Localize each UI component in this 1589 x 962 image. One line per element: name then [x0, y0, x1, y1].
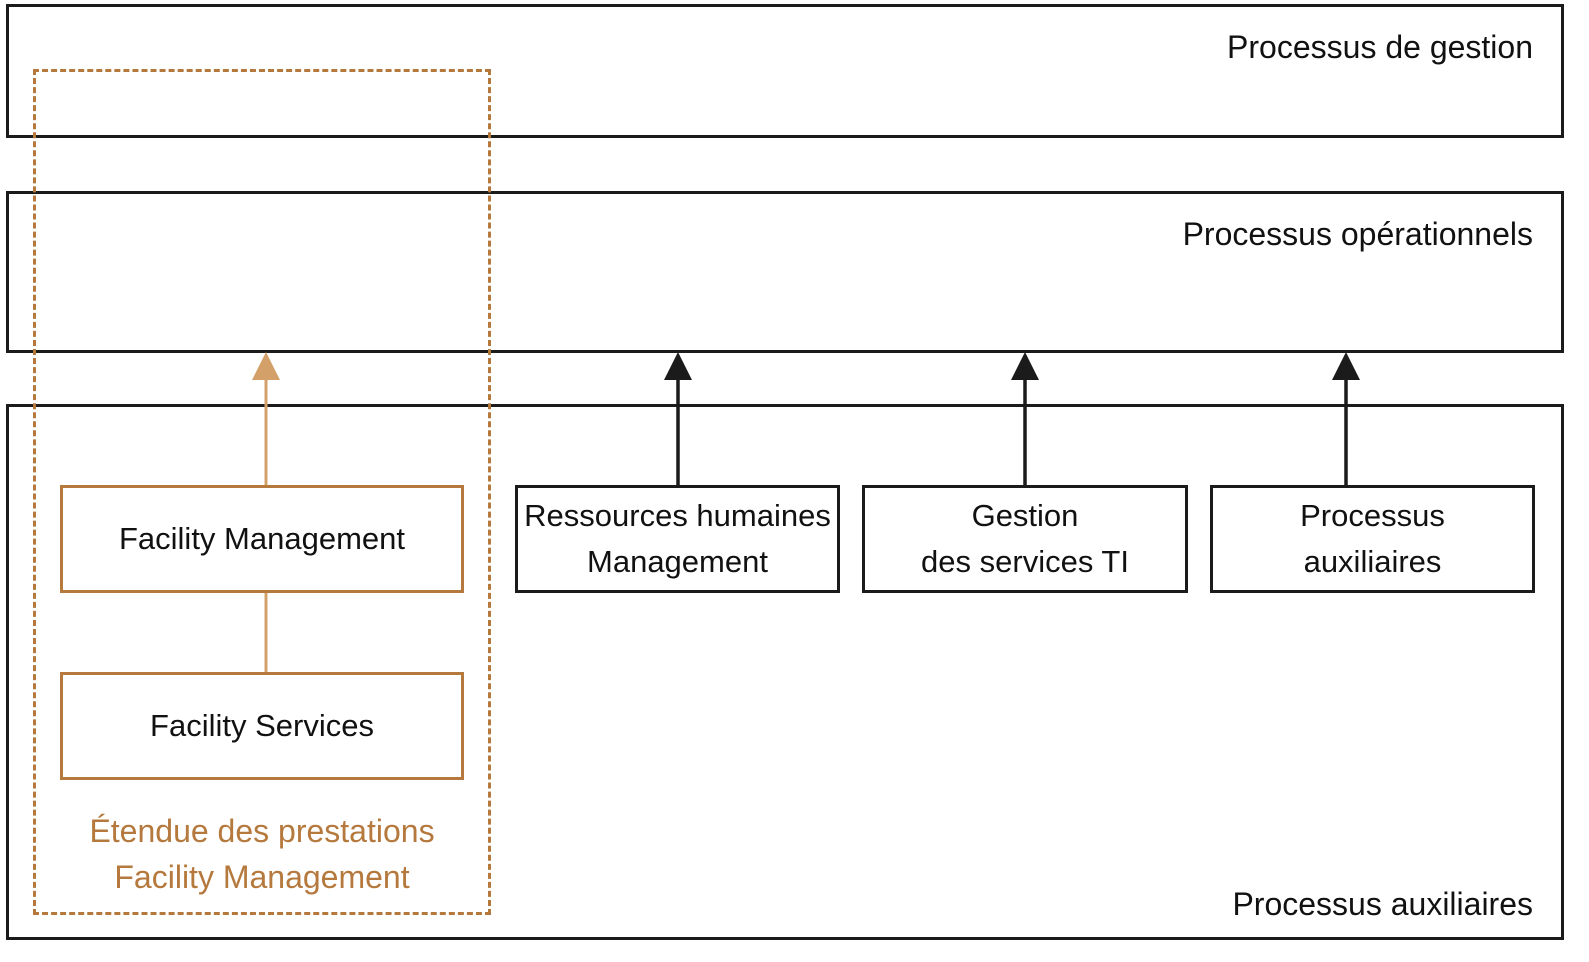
scope-caption-line2: Facility Management: [114, 859, 410, 895]
it-label-line1: Gestion: [971, 498, 1079, 533]
auxiliary-box: Processus auxiliaires: [1210, 485, 1535, 593]
facility-management-scope: [33, 69, 491, 915]
hr-arrowhead: [664, 352, 692, 380]
fm-arrowhead: [252, 352, 280, 380]
hr-label-line2: Management: [587, 544, 768, 579]
it-label-line2: des services TI: [921, 544, 1129, 579]
operational-process-band: Processus opérationnels: [6, 191, 1564, 353]
aux-label-line1: Processus: [1300, 498, 1445, 533]
scope-caption-line1: Étendue des prestations: [89, 813, 435, 849]
hr-label-line1: Ressources humaines: [524, 498, 831, 533]
aux-label-line2: auxiliaires: [1303, 544, 1442, 579]
facility-management-box: Facility Management: [60, 485, 464, 593]
management-process-band: Processus de gestion: [6, 4, 1564, 138]
management-process-title: Processus de gestion: [1227, 29, 1533, 65]
it-services-box: Gestion des services TI: [862, 485, 1188, 593]
scope-caption: Étendue des prestations Facility Managem…: [36, 808, 488, 900]
support-process-band: Processus auxiliaires: [6, 404, 1564, 940]
hr-box: Ressources humaines Management: [515, 485, 840, 593]
facility-management-label: Facility Management: [118, 521, 405, 556]
it-arrowhead: [1011, 352, 1039, 380]
aux-arrowhead: [1332, 352, 1360, 380]
operational-process-title: Processus opérationnels: [1182, 216, 1533, 252]
support-process-title: Processus auxiliaires: [1232, 886, 1533, 922]
facility-services-box: Facility Services: [60, 672, 464, 780]
facility-services-label: Facility Services: [150, 708, 374, 743]
